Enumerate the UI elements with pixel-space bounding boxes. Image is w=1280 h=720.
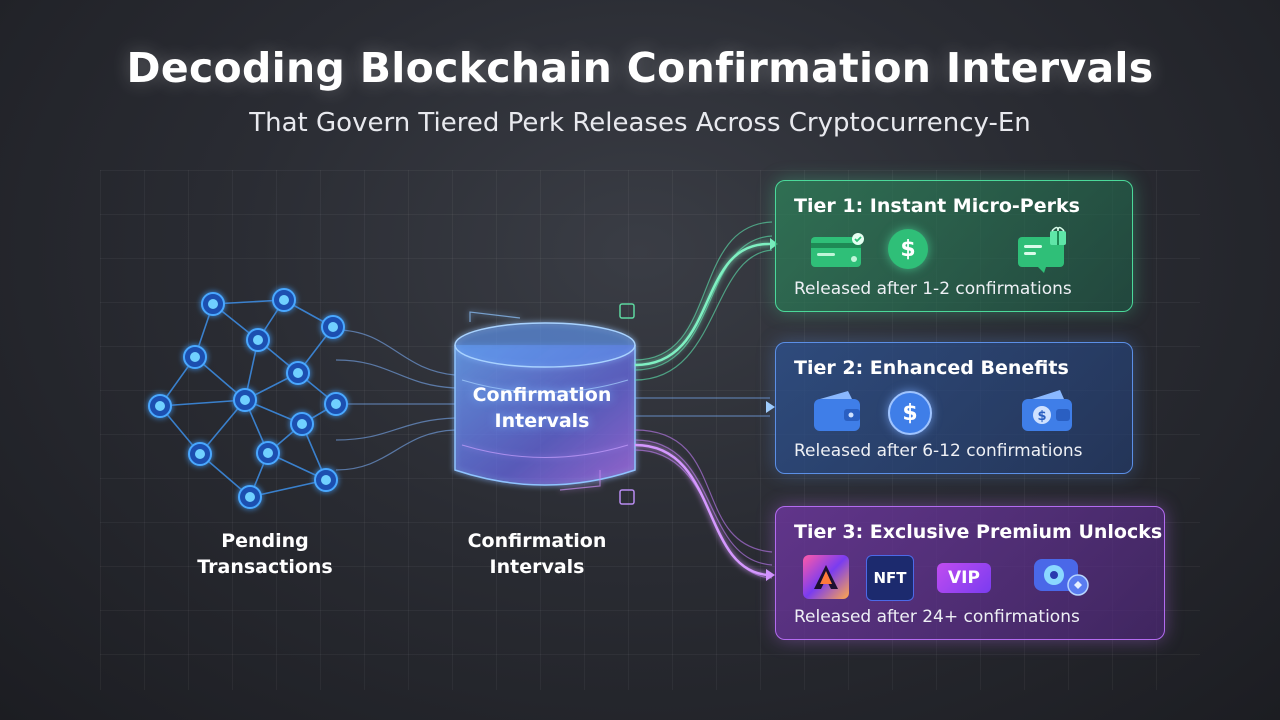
node — [246, 328, 270, 352]
card-icon — [810, 233, 866, 273]
node — [314, 468, 338, 492]
tier-1-description: Released after 1-2 confirmations — [794, 279, 1072, 299]
node — [256, 441, 280, 465]
node — [272, 288, 296, 312]
tier3-streams — [634, 429, 773, 579]
floating-square-purple — [619, 489, 635, 505]
tier-1-title: Tier 1: Instant Micro-Perks — [794, 195, 1080, 217]
node — [286, 361, 310, 385]
dollar-coin-icon: $ — [888, 391, 932, 435]
node — [290, 412, 314, 436]
tier2-streams — [635, 397, 770, 417]
confirmation-intervals-caption: Confirmation Intervals — [467, 530, 607, 578]
tier-2-card: Tier 2: Enhanced Benefits $ $ Released a… — [775, 342, 1133, 474]
tier-3-card: Tier 3: Exclusive Premium Unlocks NFT VI… — [775, 506, 1165, 640]
vip-badge-icon: VIP — [937, 563, 991, 593]
premium-tech-icon — [1030, 555, 1094, 603]
node — [238, 485, 262, 509]
tier-3-title: Tier 3: Exclusive Premium Unlocks — [794, 521, 1163, 543]
node — [201, 292, 225, 316]
core-label: Confirmation Intervals — [472, 384, 612, 432]
node — [188, 442, 212, 466]
tier3-beam — [634, 443, 769, 577]
dollar-wallet-icon: $ — [1020, 387, 1076, 437]
tier2-arrowhead — [766, 401, 775, 413]
tier-2-description: Released after 6-12 confirmations — [794, 441, 1083, 461]
avatar-art-icon — [803, 555, 849, 599]
dollar-coin-icon: $ — [888, 229, 928, 269]
tier3-arrowhead — [766, 569, 775, 581]
confirmation-core — [454, 311, 636, 491]
page-title: Decoding Blockchain Confirmation Interva… — [126, 44, 1154, 92]
tier-2-title: Tier 2: Enhanced Benefits — [794, 357, 1069, 379]
floating-square-green — [619, 303, 635, 319]
node — [183, 345, 207, 369]
pending-transactions-label: Pending Transactions — [197, 530, 333, 578]
wallet-icon — [812, 389, 864, 437]
page-subtitle: That Govern Tiered Perk Releases Across … — [249, 108, 1031, 138]
tier-3-description: Released after 24+ confirmations — [794, 607, 1080, 627]
network-nodes — [148, 288, 348, 509]
node — [233, 388, 257, 412]
tier1-arrowhead — [770, 238, 778, 250]
tier1-beam — [634, 242, 771, 367]
node — [324, 392, 348, 416]
nft-badge-icon: NFT — [866, 555, 914, 601]
tier-1-card: Tier 1: Instant Micro-Perks $ Released a… — [775, 180, 1133, 312]
node — [321, 315, 345, 339]
svg-text:$: $ — [1037, 409, 1046, 424]
gift-voucher-icon — [1016, 225, 1070, 277]
node — [148, 394, 172, 418]
tier1-streams — [634, 221, 773, 381]
input-streams — [335, 329, 456, 471]
